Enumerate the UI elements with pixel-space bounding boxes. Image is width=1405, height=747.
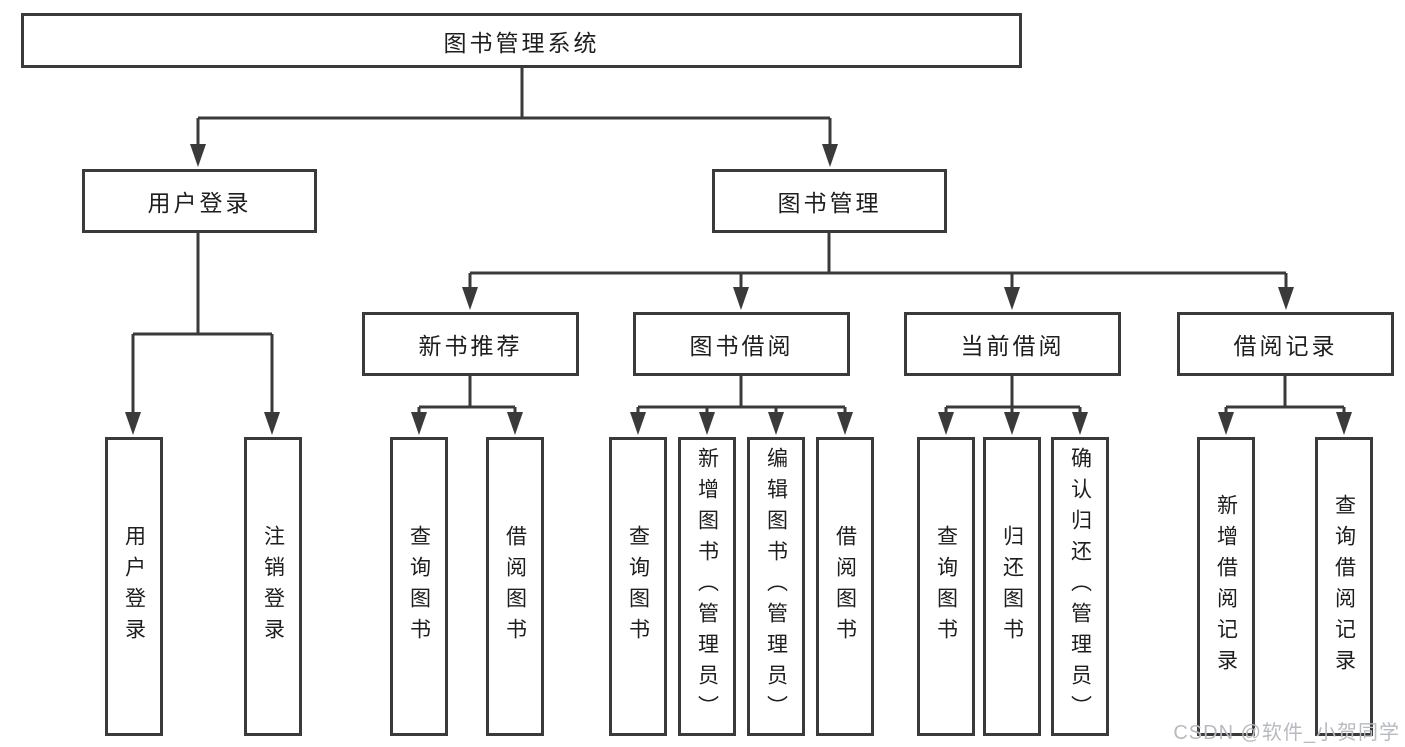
arrowheads	[125, 144, 1352, 435]
leaf-label: 注销登录	[261, 524, 285, 649]
leaf-query-books-borrowing: 查询图书	[609, 437, 667, 736]
csdn-watermark: CSDN @软件_小贺同学	[1173, 722, 1400, 744]
leaf-borrow-books: 借阅图书	[816, 437, 874, 736]
leaf-label: 编辑图书（管理员）	[764, 447, 788, 726]
leaf-user-login: 用户登录	[105, 437, 163, 736]
leaf-label: 用户登录	[122, 524, 146, 649]
leaf-borrow-books-recommend: 借阅图书	[486, 437, 544, 736]
leaf-label: 查询图书	[626, 524, 650, 649]
node-user-login: 用户登录	[82, 169, 317, 233]
leaf-label: 归还图书	[1000, 524, 1024, 649]
leaf-return-book: 归还图书	[983, 437, 1041, 736]
leaf-label: 借阅图书	[833, 524, 857, 649]
node-book-borrowing: 图书借阅	[633, 312, 850, 376]
leaf-label: 新增借阅记录	[1214, 493, 1238, 680]
leaf-label: 新增图书（管理员）	[695, 447, 719, 726]
node-borrowing-records: 借阅记录	[1177, 312, 1394, 376]
leaf-label: 查询图书	[407, 524, 431, 649]
leaf-label: 查询借阅记录	[1332, 493, 1356, 680]
leaf-label: 确认归还（管理员）	[1068, 447, 1092, 726]
leaf-label: 查询图书	[934, 524, 958, 649]
node-current-borrowing: 当前借阅	[904, 312, 1121, 376]
node-book-management: 图书管理	[712, 169, 947, 233]
leaf-add-book-admin: 新增图书（管理员）	[678, 437, 736, 736]
leaf-label: 借阅图书	[503, 524, 527, 649]
leaf-add-borrow-record: 新增借阅记录	[1197, 437, 1255, 736]
leaf-query-borrow-record: 查询借阅记录	[1315, 437, 1373, 736]
leaf-confirm-return-admin: 确认归还（管理员）	[1051, 437, 1109, 736]
leaf-logout: 注销登录	[244, 437, 302, 736]
leaf-query-books-recommend: 查询图书	[390, 437, 448, 736]
leaf-edit-book-admin: 编辑图书（管理员）	[747, 437, 805, 736]
node-new-book-recommendation: 新书推荐	[362, 312, 579, 376]
node-library-system: 图书管理系统	[21, 13, 1022, 68]
leaf-query-books-current: 查询图书	[917, 437, 975, 736]
